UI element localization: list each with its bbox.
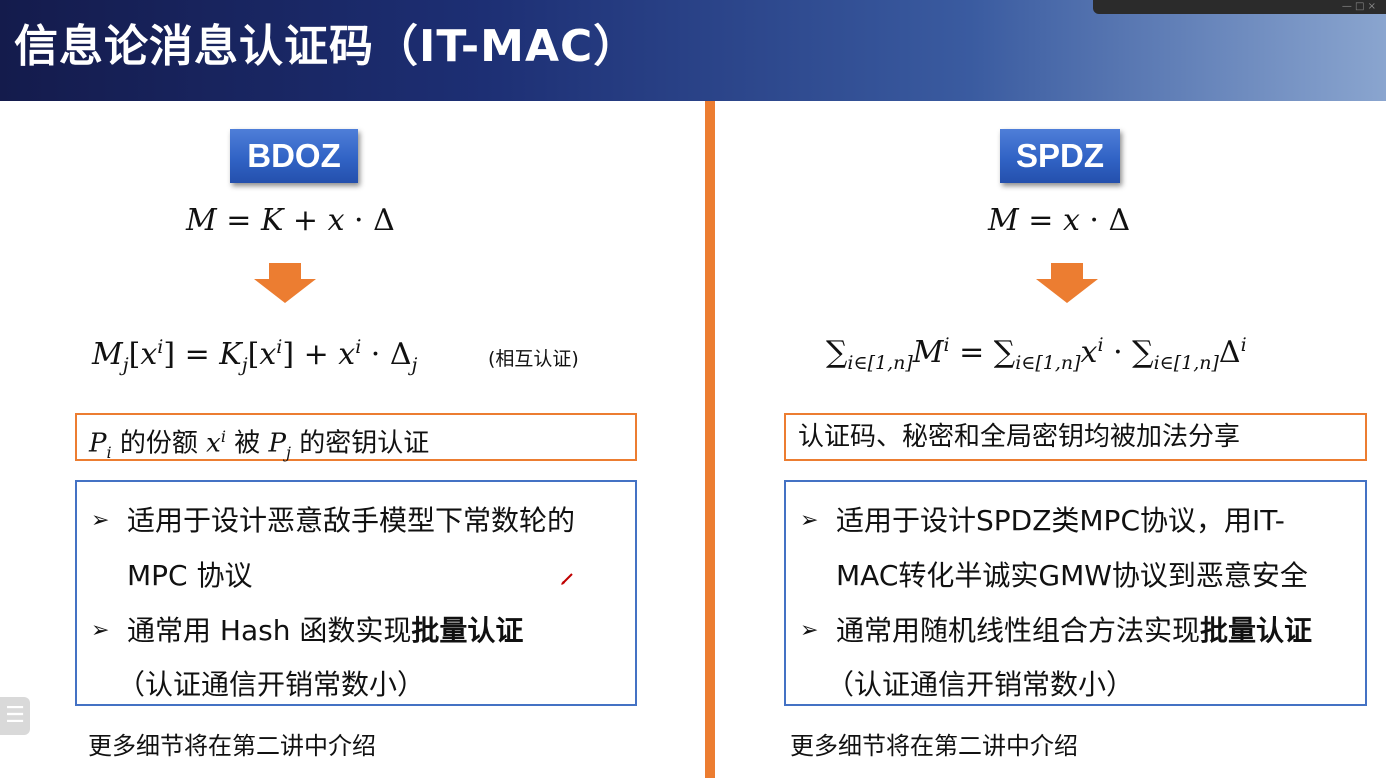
spdz-sum-formula: ∑i∈[1,n]Mi = ∑i∈[1,n]xi · ∑i∈[1,n]Δi	[826, 334, 1247, 374]
bdoz-features-box: ➢ 适用于设计恶意敌手模型下常数轮的 MPC 协议 ➢ 通常用 Hash 函数实…	[75, 480, 637, 706]
title-bar: 信息论消息认证码（IT-MAC）	[0, 0, 1386, 101]
slide-title: 信息论消息认证码（IT-MAC）	[14, 21, 639, 72]
bullet-icon: ➢	[800, 508, 819, 533]
bdoz-share-box: Pi 的份额 xi 被 Pj 的密钥认证	[75, 413, 637, 462]
spdz-formula: M = x · Δ	[988, 203, 1131, 238]
spdz-bullet-2-line2: （认证通信开销常数小）	[826, 668, 1135, 701]
down-arrow-icon	[254, 263, 316, 303]
spdz-share-box: 认证码、秘密和全局密钥均被加法分享	[784, 413, 1367, 461]
spdz-badge: SPDZ	[1000, 129, 1120, 183]
bullet-icon: ➢	[91, 618, 110, 643]
bdoz-bullet-2-line2: （认证通信开销常数小）	[117, 668, 426, 701]
spdz-footer-note: 更多细节将在第二讲中介绍	[790, 732, 1078, 760]
bullet-icon: ➢	[800, 618, 819, 643]
window-control-strip[interactable]: — □ ×	[1093, 0, 1386, 14]
bdoz-bullet-2-line1: 通常用 Hash 函数实现批量认证	[127, 614, 524, 647]
mutual-auth-note: (相互认证)	[488, 348, 579, 370]
bdoz-bullet-1-line2: MPC 协议	[127, 559, 253, 592]
spdz-bullet-1-line1: 适用于设计SPDZ类MPC协议，用IT-	[836, 504, 1285, 537]
window-controls-icon[interactable]: — □ ×	[1341, 1, 1376, 12]
bdoz-mutual-formula: Mj[xi] = Kj[xi] + xi · Δj	[92, 336, 418, 376]
bullet-icon: ➢	[91, 508, 110, 533]
bdoz-bullet-1-line1: 适用于设计恶意敌手模型下常数轮的	[127, 504, 576, 537]
pen-icon	[561, 573, 573, 585]
bdoz-formula: M = K + x · Δ	[186, 203, 395, 238]
down-arrow-icon	[1036, 263, 1098, 303]
bdoz-footer-note: 更多细节将在第二讲中介绍	[88, 732, 376, 760]
column-divider	[705, 101, 715, 778]
bdoz-badge: BDOZ	[230, 129, 358, 183]
spdz-bullet-2-line1: 通常用随机线性组合方法实现批量认证	[836, 614, 1313, 647]
list-icon[interactable]: ☰	[0, 697, 30, 735]
spdz-features-box: ➢ 适用于设计SPDZ类MPC协议，用IT- MAC转化半诚实GMW协议到恶意安…	[784, 480, 1367, 706]
spdz-bullet-1-line2: MAC转化半诚实GMW协议到恶意安全	[836, 559, 1308, 592]
